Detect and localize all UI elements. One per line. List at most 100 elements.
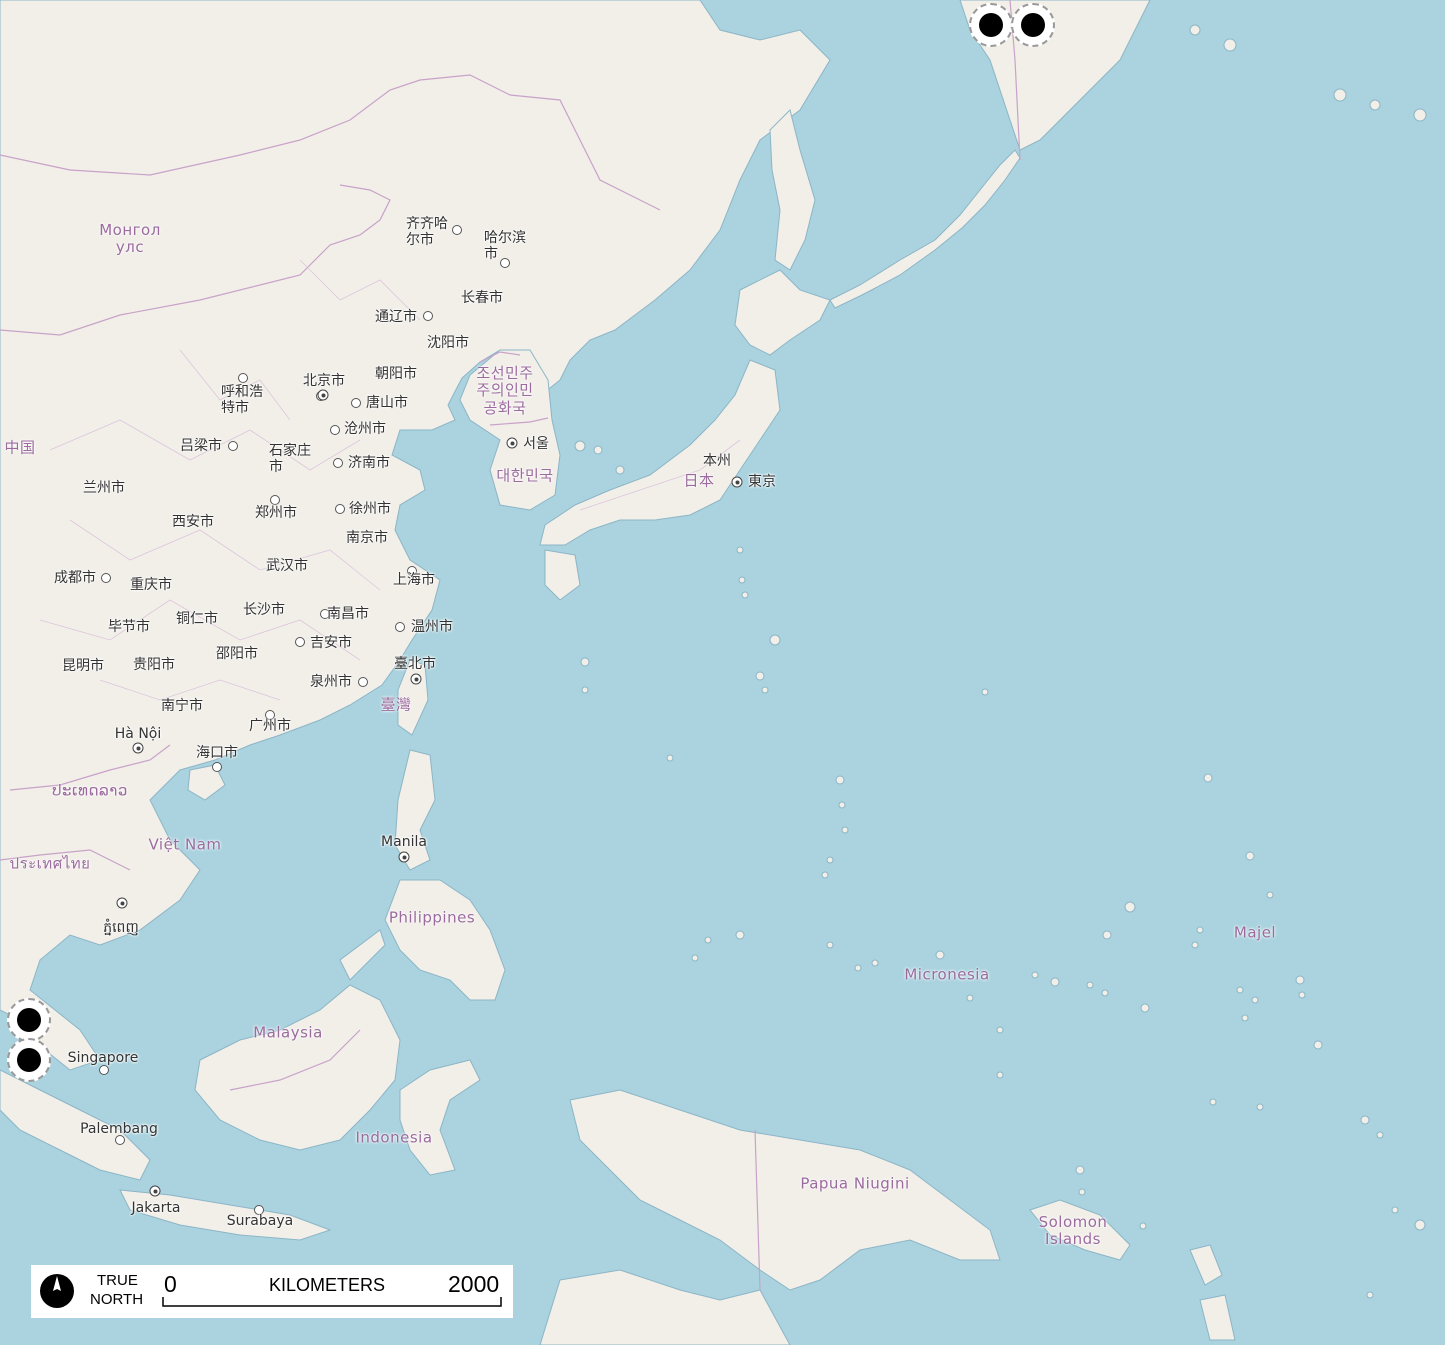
city-label: 长沙市 [243,601,285,618]
scale-bar: TRUE NORTH 0 KILOMETERS 2000 [31,1265,513,1318]
city-label: Surabaya [226,1212,294,1229]
sakhalin [769,109,816,271]
city-label: 郑州市 [255,504,297,521]
city-dot [500,258,510,268]
city-label: 通辽市 [375,308,417,325]
asia-mainland [0,0,831,1071]
scale-zero-label: 0 [164,1271,177,1297]
country-label: Malaysia [253,1023,323,1042]
city-label: Jakarta [131,1199,181,1216]
city-dot [228,441,238,451]
city-label: 广州市 [249,717,291,734]
city-dot [358,677,368,687]
country-label: Papua Niugini [800,1174,910,1193]
city-label: Singapore [67,1049,139,1066]
country-label: ປະເທດລາວ [52,781,128,800]
scale-line [162,1297,502,1307]
city-dot [351,398,361,408]
city-label: 海口市 [196,744,238,761]
city-dot [335,504,345,514]
capital-dot [398,851,410,863]
country-label: ประเทศไทย [9,854,91,873]
city-dot [238,373,248,383]
java [119,1189,332,1241]
map-marker[interactable] [969,3,1013,47]
north-arrow-icon [40,1274,74,1308]
city-label: Manila [381,833,427,850]
city-dot [254,1205,264,1215]
japan-main [539,359,781,546]
capital-dot [132,742,144,754]
country-label: 中国 [4,438,36,457]
city-dot [333,458,343,468]
city-dot [330,425,340,435]
city-label: 朝阳市 [375,365,417,382]
marker-core [17,1008,41,1032]
city-dot [212,762,222,772]
city-label: 南昌市 [327,605,369,622]
city-dot [295,637,305,647]
marker-core [17,1048,41,1072]
scale-unit-label: KILOMETERS [269,1275,386,1295]
north-label-north: NORTH [90,1291,144,1308]
marker-core [979,13,1003,37]
city-label: 서울 [523,435,549,452]
city-dot [320,609,330,619]
city-label: 兰州市 [83,479,125,496]
city-dot [423,311,433,321]
city-label: 西安市 [172,513,214,530]
country-label: Việt Nam [148,835,222,854]
city-label: 铜仁市 [176,610,218,627]
city-label: 齐齐哈尔市 [406,215,448,248]
capital-dot [149,1185,161,1197]
city-dot [101,573,111,583]
palawan [339,929,386,981]
solomon-islands [1029,1199,1131,1261]
capital-dot [116,897,128,909]
city-label: 徐州市 [349,500,391,517]
borneo [194,984,401,1151]
city-label: 南宁市 [161,697,203,714]
country-label: Micronesia [904,965,990,984]
north-label-true: TRUE [97,1272,138,1289]
city-label: 唐山市 [366,394,408,411]
city-label: 東京 [748,473,776,490]
map-marker[interactable] [7,998,51,1042]
visayas-mindanao [384,879,506,1001]
capital-dot [317,389,329,401]
country-label: 日本 [683,471,715,490]
city-label: 长春市 [461,289,503,306]
capital-dot [731,476,743,488]
luzon [394,749,436,871]
city-dot [270,495,280,505]
city-label: 泉州市 [310,673,352,690]
city-label: 贵阳市 [133,656,175,673]
korea [459,349,561,511]
city-label: 沧州市 [344,420,386,437]
new-guinea [569,1089,1001,1291]
map-marker[interactable] [7,1038,51,1082]
sumatra [0,1069,151,1181]
marker-core [1021,13,1045,37]
capital-dot [506,437,518,449]
city-label: 济南市 [348,454,390,471]
city-label: 毕节市 [108,618,150,635]
map-marker[interactable] [1011,3,1055,47]
city-label: Hà Nội [114,725,162,742]
admin-borders [39,259,741,701]
city-dot [115,1135,125,1145]
capital-dot [410,673,422,685]
scale-max-label: 2000 [448,1271,500,1297]
city-label: Palembang [80,1120,158,1137]
city-label: 南京市 [346,529,388,546]
city-label: ភ្នំពេញ [103,919,139,936]
city-label: 臺北市 [394,655,436,672]
city-label: 石家庄市 [269,442,311,475]
city-label: 邵阳市 [216,645,258,662]
city-dot [265,710,275,720]
country-label: Philippines [388,908,476,927]
